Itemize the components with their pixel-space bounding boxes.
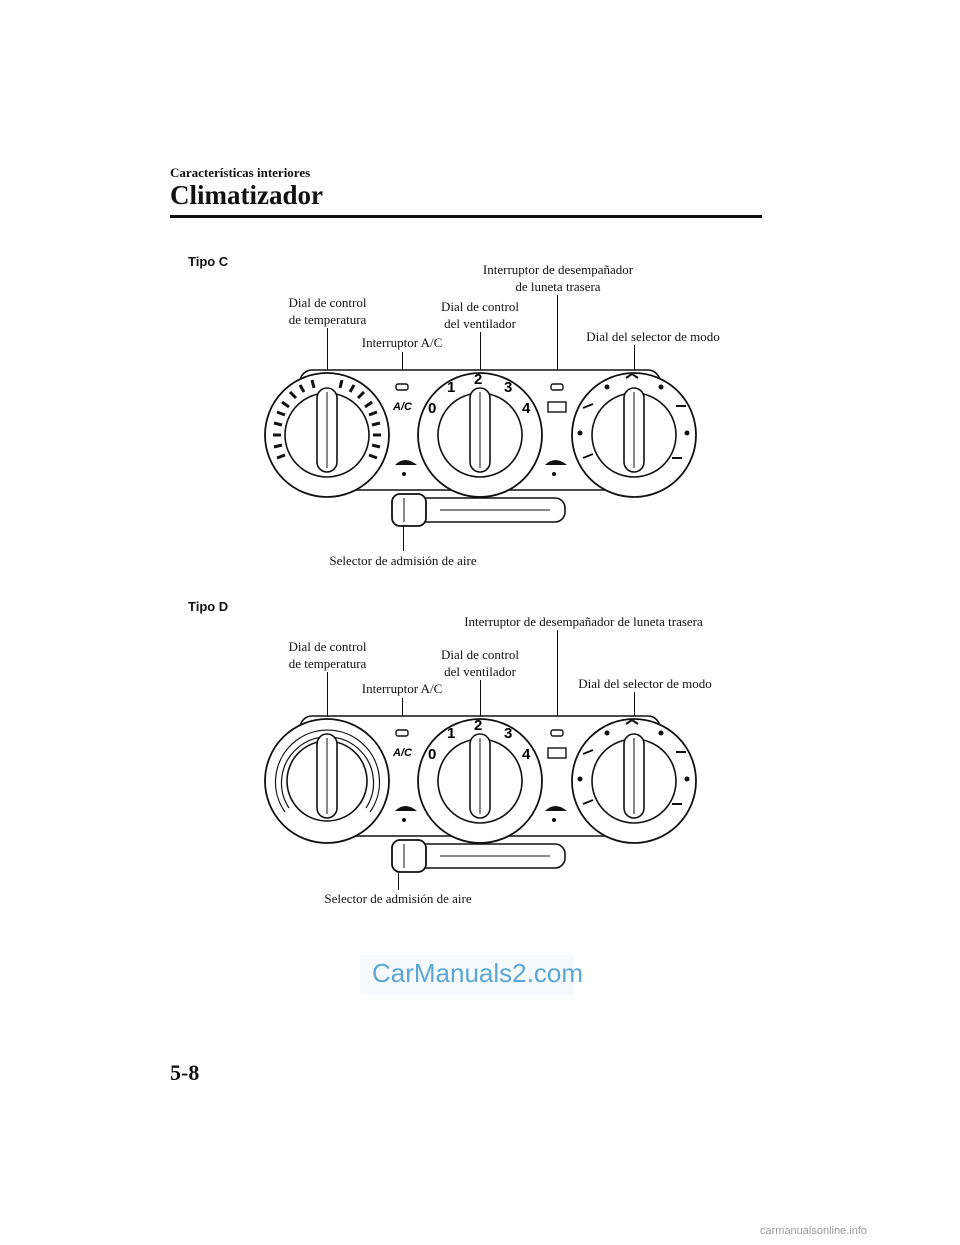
footer-domain[interactable]: carmanualsonline.info: [760, 1225, 868, 1237]
leader-mode: [634, 345, 635, 377]
ac-label: A/C: [392, 747, 413, 759]
defogger-indicator-icon: [550, 383, 564, 391]
svg-text:4: 4: [522, 746, 531, 763]
type-label: Tipo D: [188, 599, 229, 614]
svg-text:1: 1: [447, 379, 455, 396]
temperature-dial-icon: [264, 372, 390, 498]
fan-dial-icon: 0 1 2 3 4: [417, 717, 543, 844]
leader-fan: [480, 332, 481, 370]
page-title: Climatizador: [170, 180, 323, 210]
mode-dial-icon: [571, 718, 697, 844]
leader-ac: [402, 698, 403, 728]
callout-mode-dial: Dial del selector de modo: [586, 329, 720, 344]
section-label: Características interiores: [170, 165, 311, 180]
callout-ac-switch: Interruptor A/C: [361, 335, 443, 350]
leader-temperature: [327, 328, 328, 370]
air-intake-lever-icon: [391, 493, 566, 527]
title-rule: [170, 215, 762, 218]
callout-temperature-dial: Dial de control de temperatura: [288, 639, 367, 671]
fresh-air-icon: [545, 806, 567, 822]
leader-temperature: [327, 672, 328, 718]
callout-mode-dial: Dial del selector de modo: [578, 676, 712, 691]
air-intake-lever-icon: [391, 839, 566, 873]
callout-ac-switch: Interruptor A/C: [361, 681, 443, 696]
type-label: Tipo C: [188, 254, 229, 269]
callout-fan-dial: Dial de control del ventilador: [441, 299, 519, 331]
ac-indicator-icon: [395, 729, 409, 737]
svg-text:1: 1: [447, 725, 455, 742]
callout-intake-selector: Selector de admisión de aire: [329, 553, 477, 568]
recirculation-icon: [395, 806, 417, 822]
leader-ac: [402, 352, 403, 382]
svg-text:3: 3: [504, 379, 512, 396]
fan-dial-icon: 0 1 2 3 4: [417, 371, 543, 498]
fresh-air-icon: [545, 460, 567, 476]
mode-dial-icon: [571, 372, 697, 498]
ac-indicator-icon: [395, 383, 409, 391]
leader-defogger: [557, 630, 558, 728]
callout-rear-defogger: Interruptor de desempañador de luneta tr…: [482, 262, 634, 294]
watermark-logo[interactable]: CarManuals2.com: [372, 958, 583, 988]
svg-text:2: 2: [474, 371, 482, 388]
leader-fan: [480, 680, 481, 716]
leader-mode: [634, 692, 635, 722]
svg-text:2: 2: [474, 717, 482, 734]
rear-defogger-icon: [547, 747, 567, 759]
page-number: 5-8: [170, 1060, 200, 1085]
svg-text:0: 0: [428, 746, 436, 763]
leader-defogger: [557, 295, 558, 380]
leader-intake: [398, 872, 399, 890]
recirculation-icon: [395, 460, 417, 476]
climate-panel-type-d: A/C 0 1 2 3 4: [264, 715, 697, 873]
ac-label: A/C: [392, 401, 413, 413]
climate-panel-type-c: A/C 0 1 2 3 4: [264, 369, 697, 527]
svg-text:3: 3: [504, 725, 512, 742]
svg-text:4: 4: [522, 400, 531, 417]
callout-rear-defogger: Interruptor de desempañador de luneta tr…: [464, 614, 703, 629]
rear-defogger-icon: [547, 401, 567, 413]
defogger-indicator-icon: [550, 729, 564, 737]
temperature-dial-icon: [264, 718, 390, 844]
callout-temperature-dial: Dial de control de temperatura: [288, 295, 367, 327]
svg-text:0: 0: [428, 400, 436, 417]
watermark-background: [360, 955, 574, 995]
callout-intake-selector: Selector de admisión de aire: [324, 891, 472, 906]
leader-intake: [403, 525, 404, 551]
callout-fan-dial: Dial de control del ventilador: [441, 647, 519, 679]
